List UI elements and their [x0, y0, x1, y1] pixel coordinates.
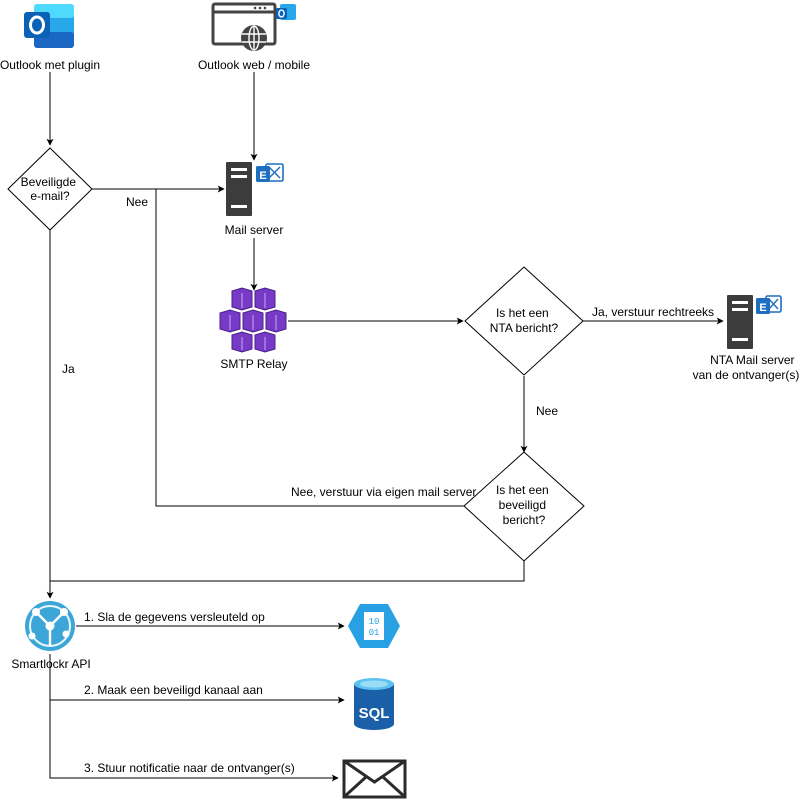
- secured-decision-line-2: beveiligd: [499, 498, 546, 512]
- outlook-icon: [24, 4, 74, 48]
- svg-text:NTA Mail server van de o: NTA Mail server van de ontvanger(s): [693, 353, 800, 382]
- svg-text:Is het een beveiligd: Is het een beveiligd bericht?: [496, 483, 552, 527]
- nta-decision-line-1: Is het een: [496, 306, 549, 320]
- nta-server-line-1: NTA Mail server: [710, 353, 794, 367]
- smartlockr-api-node: Smartlockr API: [11, 601, 91, 671]
- svg-text:SQL: SQL: [359, 705, 390, 722]
- smartlockr-api-label: Smartlockr API: [11, 657, 90, 671]
- edge-label-nta-no: Nee: [536, 404, 558, 418]
- svg-text:E: E: [759, 302, 766, 314]
- api-globe-icon: [25, 601, 75, 651]
- edge-label-step3: 3. Stuur notificatie naar de ontvanger(s…: [84, 761, 295, 775]
- outlook-plugin-label: Outlook met plugin: [0, 58, 100, 72]
- edge-label-secure-yes: Ja: [62, 362, 75, 376]
- edge-label-step2: 2. Maak een beveiligd kanaal aan: [84, 683, 263, 697]
- mail-server-label: Mail server: [225, 223, 284, 237]
- secured-decision-line-3: bericht?: [503, 513, 546, 527]
- secured-message-decision: Is het een beveiligd bericht?: [463, 451, 585, 562]
- edge-label-step1: 1. Sla de gegevens versleuteld op: [84, 610, 265, 624]
- edge-label-secure-no: Nee: [126, 195, 148, 209]
- secure-decision-line-1: Beveiligde: [21, 175, 77, 189]
- secure-email-decision: Beveiligde e-mail?: [7, 147, 93, 231]
- exchange-icon: E: [256, 163, 284, 182]
- sql-database-icon: SQL: [354, 678, 394, 730]
- outlook-web-node: Outlook web / mobile: [198, 2, 310, 72]
- mail-server-node: E Mail server: [225, 162, 284, 237]
- globe-icon: [241, 25, 267, 51]
- secured-decision-line-1: Is het een: [496, 483, 549, 497]
- edge-label-own-server: Nee, verstuur via eigen mail server: [291, 485, 476, 499]
- svg-text:10: 10: [369, 617, 380, 627]
- svg-text:Beveiligde e-mail?: Beveiligde e-mail?: [21, 175, 80, 203]
- outlook-small-icon: [276, 4, 296, 20]
- edge-api-to-mail: [49, 700, 339, 782]
- edges: [46, 72, 724, 782]
- exchange-icon: E: [756, 295, 782, 314]
- envelope-icon: [342, 759, 407, 799]
- nta-decision-line-2: NTA bericht?: [490, 321, 559, 335]
- smtp-relay-node: SMTP Relay: [219, 287, 288, 371]
- svg-text:01: 01: [369, 628, 380, 638]
- server-icon: [226, 162, 252, 216]
- edge-label-nta-yes: Ja, verstuur rechtreeks: [592, 305, 714, 319]
- container-cluster-icon: [219, 287, 287, 353]
- svg-text:Is het een NTA bericht?: Is het een NTA bericht?: [490, 306, 559, 335]
- nta-decision: Is het een NTA bericht?: [464, 266, 584, 376]
- nta-mail-server-node: E NTA Mail server van de ontvanger(s): [693, 295, 800, 382]
- nta-server-line-2: van de ontvanger(s): [693, 368, 800, 382]
- secure-decision-line-2: e-mail?: [30, 189, 70, 203]
- smtp-relay-label: SMTP Relay: [220, 357, 287, 371]
- server-icon: [727, 295, 753, 349]
- edge-secured-to-api: [50, 561, 525, 582]
- svg-text:E: E: [259, 170, 266, 182]
- storage-icon: 10 01: [348, 604, 400, 648]
- edge-own-server-loop: [155, 189, 465, 507]
- outlook-web-label: Outlook web / mobile: [198, 58, 310, 72]
- outlook-plugin-node: Outlook met plugin: [0, 4, 100, 72]
